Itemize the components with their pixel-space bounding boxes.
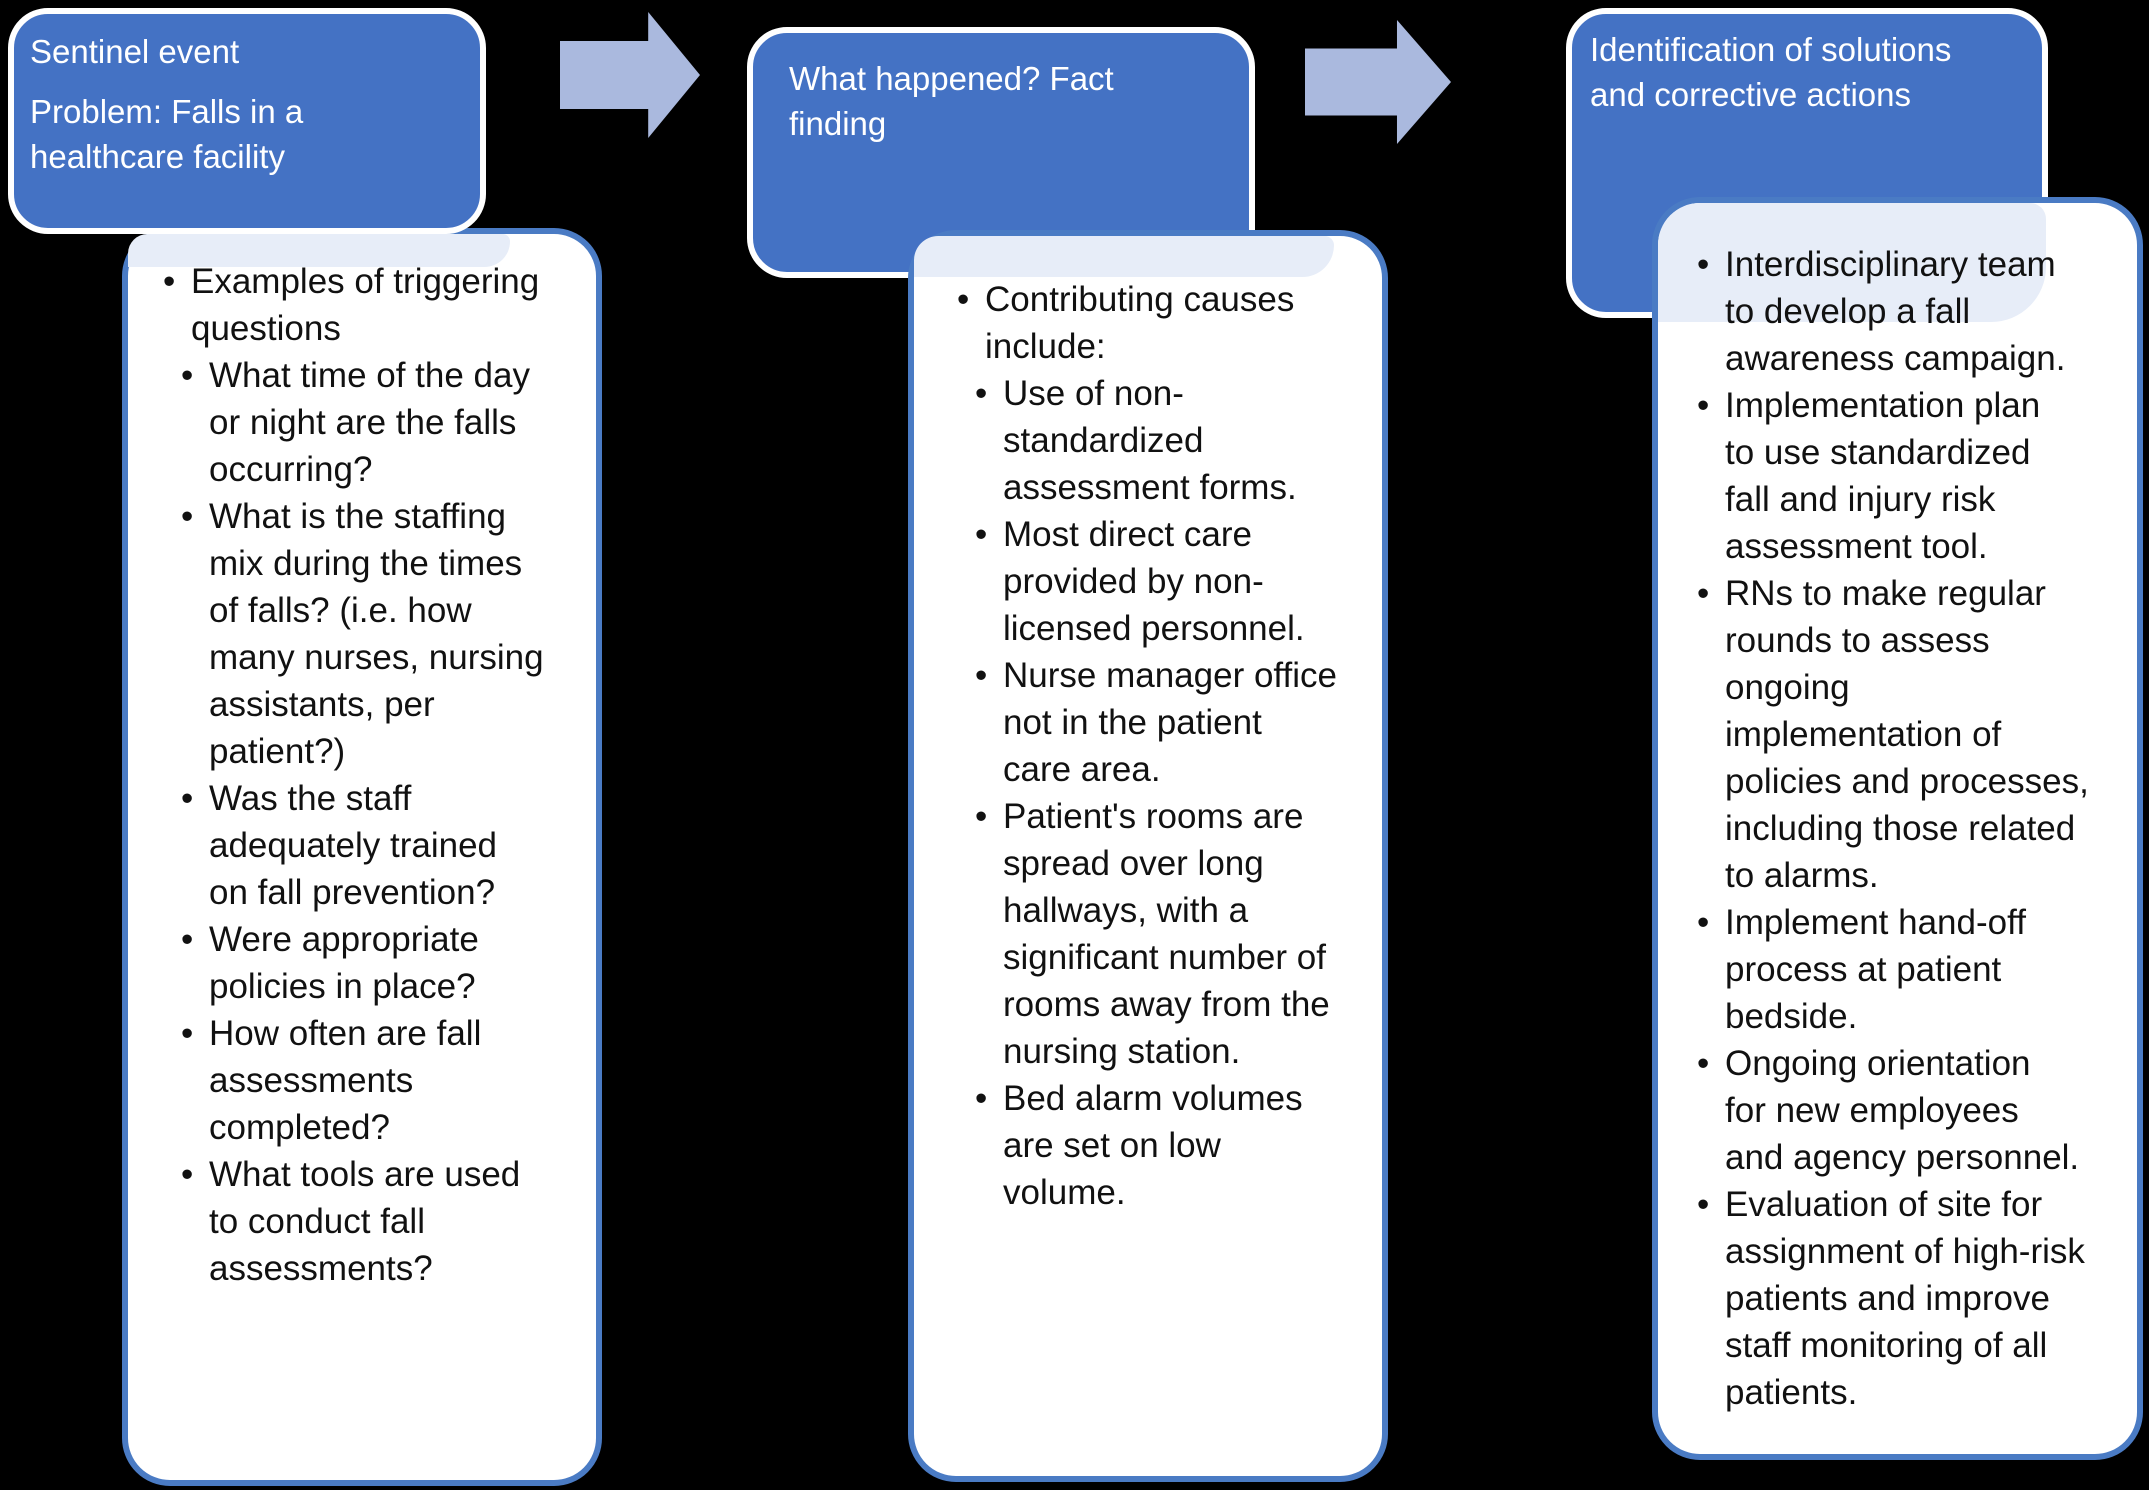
arrow-right-icon-2 xyxy=(1305,20,1451,144)
bullet-text: Bed alarm volumes are set on low volume. xyxy=(1003,1079,1303,1212)
bullet-list-1: • Examples of triggering questions • What t… xyxy=(128,234,596,1292)
bullet-item: • What tools are used to conduct fall ass… xyxy=(181,1151,590,1292)
bullet-text: Most direct care provided by non- licens… xyxy=(1003,515,1305,648)
bullet-dot-icon: • xyxy=(1697,245,1710,284)
panel-2-header-band xyxy=(914,236,1334,277)
bullet-dot-icon: • xyxy=(1697,574,1710,613)
content-panel-1: • Examples of triggering questions • What t… xyxy=(122,228,602,1486)
bullet-dot-icon: • xyxy=(975,374,988,413)
panel-3-header-band xyxy=(1658,203,2046,322)
bullet-item: • Most direct care provided by non- licen… xyxy=(975,511,1376,652)
bullet-dot-icon: • xyxy=(181,1155,194,1194)
bullet-dot-icon: • xyxy=(957,280,970,319)
bullet-text: RNs to make regular rounds to assess ong… xyxy=(1725,574,2089,895)
bullet-item: • Interdisciplinary team to develop a fal… xyxy=(1697,241,2131,382)
bullet-item: • What is the staffing mix during the tim… xyxy=(181,493,590,775)
bullet-dot-icon: • xyxy=(975,656,988,695)
bullet-dot-icon: • xyxy=(1697,903,1710,942)
bullet-text: Contributing causes include: xyxy=(985,280,1295,366)
bullet-dot-icon: • xyxy=(163,262,176,301)
bullet-text: Were appropriate policies in place? xyxy=(209,920,479,1006)
bullet-item: • Nurse manager office not in the patient… xyxy=(975,652,1376,793)
bullet-dot-icon: • xyxy=(975,515,988,554)
bullet-text: How often are fall assessments completed… xyxy=(209,1014,482,1147)
bullet-item: • RNs to make regular rounds to assess on… xyxy=(1697,570,2131,899)
arrow-right-icon-1 xyxy=(560,12,700,138)
bullet-list-3: • Interdisciplinary team to develop a fal… xyxy=(1658,203,2137,1416)
bullet-text: Implementation plan to use standardized … xyxy=(1725,386,2041,566)
panel-1-header-band xyxy=(128,234,510,267)
bullet-item: • Evaluation of site for assignment of hi… xyxy=(1697,1181,2131,1416)
bullet-item: • How often are fall assessments complete… xyxy=(181,1010,590,1151)
title-line: What happened? Fact finding xyxy=(789,60,1114,142)
bullet-item: • Ongoing orientation for new employees a… xyxy=(1697,1040,2131,1181)
bullet-list-2: • Contributing causes include: • Use of non… xyxy=(914,236,1382,1216)
bullet-text: Examples of triggering questions xyxy=(191,262,540,348)
bullet-item: • What time of the day or night are the f… xyxy=(181,352,590,493)
bullet-item: • Patient's rooms are spread over long ha… xyxy=(975,793,1376,1075)
bullet-text: What tools are used to conduct fall asse… xyxy=(209,1155,521,1288)
bullet-item: • Examples of triggering questions xyxy=(163,258,590,352)
bullet-dot-icon: • xyxy=(975,1079,988,1118)
bullet-text: Was the staff adequately trained on fall… xyxy=(209,779,497,912)
bullet-item: • Implement hand-off process at patient b… xyxy=(1697,899,2131,1040)
title-line: Identification of solutions and correcti… xyxy=(1590,31,1952,113)
bullet-text: Implement hand-off process at patient be… xyxy=(1725,903,2026,1036)
bullet-dot-icon: • xyxy=(181,920,194,959)
title-box-sentinel-event: Sentinel event Problem: Falls in a healt… xyxy=(8,8,486,234)
bullet-item: • Was the staff adequately trained on fal… xyxy=(181,775,590,916)
content-panel-3: • Interdisciplinary team to develop a fal… xyxy=(1652,197,2143,1460)
bullet-dot-icon: • xyxy=(1697,386,1710,425)
bullet-text: What is the staffing mix during the time… xyxy=(209,497,544,771)
bullet-text: Nurse manager office not in the patient … xyxy=(1003,656,1337,789)
bullet-item: • Implementation plan to use standardized… xyxy=(1697,382,2131,570)
bullet-dot-icon: • xyxy=(181,779,194,818)
bullet-dot-icon: • xyxy=(181,356,194,395)
bullet-dot-icon: • xyxy=(1697,1044,1710,1083)
bullet-dot-icon: • xyxy=(975,797,988,836)
bullet-item: • Contributing causes include: xyxy=(957,276,1376,370)
bullet-item: • Were appropriate policies in place? xyxy=(181,916,590,1010)
bullet-text: What time of the day or night are the fa… xyxy=(209,356,530,489)
bullet-text: Evaluation of site for assignment of hig… xyxy=(1725,1185,2085,1412)
bullet-item: • Bed alarm volumes are set on low volume… xyxy=(975,1075,1376,1216)
bullet-dot-icon: • xyxy=(1697,1185,1710,1224)
bullet-text: Patient's rooms are spread over long hal… xyxy=(1003,797,1330,1071)
title-line: Problem: Falls in a healthcare facility xyxy=(30,93,304,175)
bullet-text: Interdisciplinary team to develop a fall… xyxy=(1725,245,2066,378)
bullet-dot-icon: • xyxy=(181,1014,194,1053)
bullet-text: Use of non- standardized assessment form… xyxy=(1003,374,1297,507)
bullet-dot-icon: • xyxy=(181,497,194,536)
title-line: Sentinel event xyxy=(30,33,240,70)
bullet-item: • Use of non- standardized assessment for… xyxy=(975,370,1376,511)
bullet-text: Ongoing orientation for new employees an… xyxy=(1725,1044,2080,1177)
content-panel-2: • Contributing causes include: • Use of non… xyxy=(908,230,1388,1482)
